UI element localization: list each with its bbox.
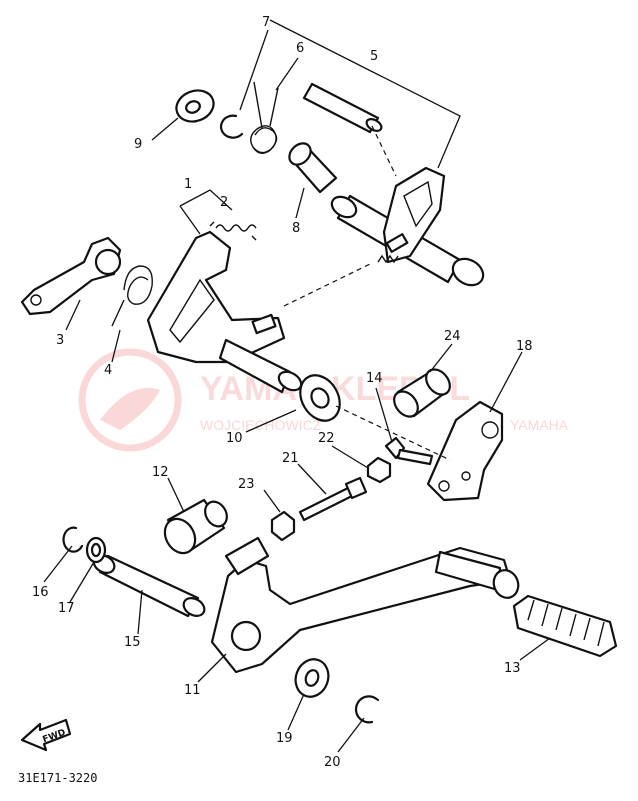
callout-23: 23 — [238, 477, 255, 492]
part-17-washer — [85, 536, 107, 564]
part-6-spring — [250, 81, 279, 154]
callout-18: 18 — [516, 339, 533, 354]
forward-arrow-icon: FWD — [20, 718, 72, 752]
leader-lines — [43, 29, 551, 753]
part-5-lever-assembly — [330, 166, 485, 287]
callout-15: 15 — [124, 635, 141, 650]
part-15-shaft — [92, 554, 206, 618]
callout-11: 11 — [184, 683, 201, 698]
part-11-pedal-lever — [210, 536, 520, 674]
part-10-bearing — [299, 374, 341, 422]
watermark-logo-mark — [100, 388, 160, 430]
part-9-washer — [175, 89, 215, 123]
part-8-collar — [288, 142, 338, 194]
callout-3: 3 — [56, 333, 64, 348]
callout-8: 8 — [292, 221, 300, 236]
bracket-5 — [269, 19, 461, 169]
callout-22: 22 — [318, 431, 335, 446]
part-3-shift-arm — [20, 236, 122, 316]
callout-19: 19 — [276, 731, 293, 746]
part-24-bushing — [393, 368, 451, 418]
part-16-circlip — [62, 526, 84, 553]
diagram-code: 31E171-3220 — [18, 771, 97, 785]
callout-6: 6 — [296, 41, 304, 56]
watermark-logo — [78, 348, 182, 452]
part-5-pin — [302, 82, 383, 134]
part-2-spring — [209, 221, 257, 241]
callout-4: 4 — [104, 363, 112, 378]
alignment-line-5 — [371, 125, 397, 177]
part-4-spring — [111, 265, 153, 327]
callout-14: 14 — [366, 371, 383, 386]
part-21-bolt — [298, 476, 368, 522]
callout-13: 13 — [504, 661, 521, 676]
part-7-circlip — [219, 114, 244, 139]
callout-10: 10 — [226, 431, 243, 446]
callout-5: 5 — [370, 49, 378, 64]
part-23-nut — [270, 510, 296, 542]
part-12-bushing — [163, 498, 228, 555]
callout-7: 7 — [262, 15, 270, 30]
callout-24: 24 — [444, 329, 461, 344]
part-20-circlip — [354, 695, 380, 724]
callout-2: 2 — [220, 195, 228, 210]
callout-20: 20 — [324, 755, 341, 770]
part-13-footrest-rubber — [512, 594, 618, 658]
callout-9: 9 — [134, 137, 142, 152]
callout-1: 1 — [184, 177, 192, 192]
callout-12: 12 — [152, 465, 169, 480]
callout-16: 16 — [32, 585, 49, 600]
part-22-nut — [366, 456, 392, 484]
callout-21: 21 — [282, 451, 299, 466]
callout-17: 17 — [58, 601, 75, 616]
bracket-1 — [179, 189, 233, 235]
watermark-sub-text-2: YAMAHA — [510, 417, 569, 433]
part-14-bolt — [384, 436, 434, 466]
alignment-line-10-18 — [335, 405, 451, 461]
alignment-line-1-5 — [283, 263, 371, 307]
part-19-washer — [294, 658, 330, 698]
part-18-pedal-clamp — [426, 400, 504, 502]
